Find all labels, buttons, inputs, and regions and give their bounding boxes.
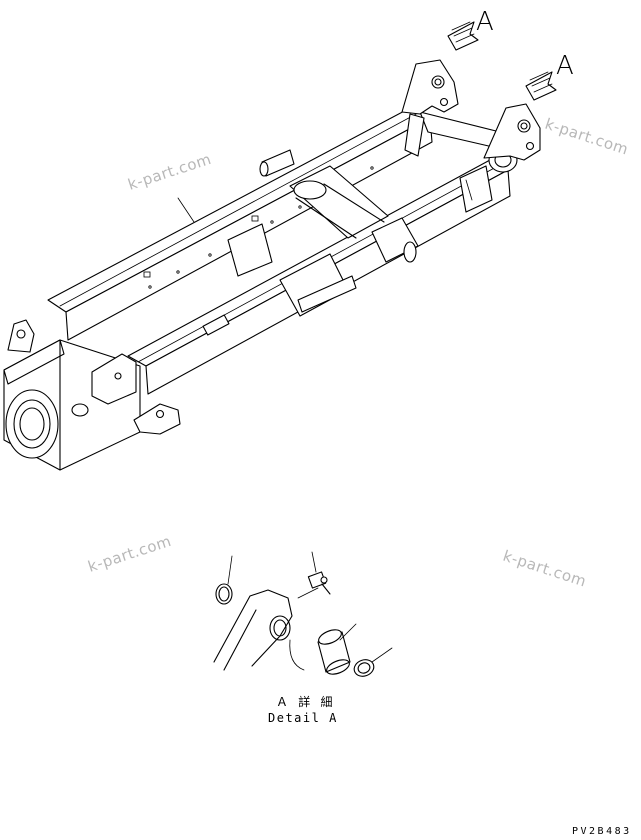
view-arrow-2 bbox=[525, 71, 557, 101]
watermark-1: k-part.com bbox=[126, 150, 214, 194]
cross-member bbox=[289, 165, 389, 239]
view-a-label-2: A bbox=[556, 51, 574, 81]
detail-bracket bbox=[213, 589, 305, 671]
detail-a-drawing bbox=[213, 551, 393, 677]
pin-bushing bbox=[317, 623, 357, 675]
grease-fitting bbox=[297, 551, 331, 599]
snap-ring-lower bbox=[353, 647, 393, 677]
roller-mounts bbox=[202, 217, 419, 336]
snap-ring-upper bbox=[215, 555, 233, 605]
right-idler-bracket bbox=[483, 103, 541, 161]
front-housing bbox=[3, 319, 181, 471]
watermark-3: k-part.com bbox=[86, 532, 174, 576]
detail-title-en: Detail A bbox=[268, 711, 338, 725]
side-pin-rear bbox=[259, 149, 295, 177]
track-frame-assembly bbox=[3, 59, 541, 471]
drawing-code: PV2B483 bbox=[572, 826, 632, 837]
view-a-label-1: A bbox=[476, 7, 494, 37]
detail-title-jp: Ａ 詳 細 bbox=[276, 694, 334, 709]
rail-leader-line bbox=[177, 197, 195, 223]
view-arrow-1 bbox=[447, 21, 479, 51]
watermark-4: k-part.com bbox=[501, 547, 589, 591]
front-right-mount bbox=[459, 165, 493, 213]
watermark-2: k-part.com bbox=[543, 115, 631, 159]
left-idler-bracket bbox=[401, 59, 459, 157]
